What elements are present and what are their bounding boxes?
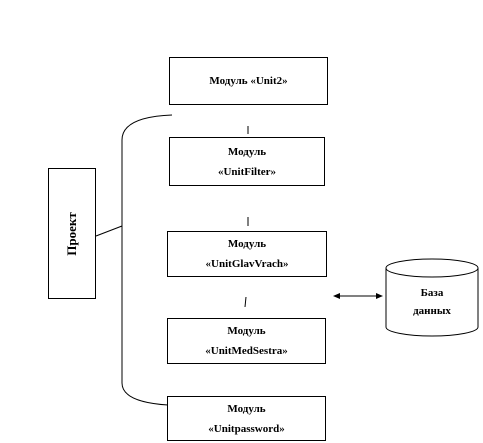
database-label: База данных — [386, 284, 478, 320]
module-unitmedsestra: Модуль «UnitMedSestra» — [167, 318, 326, 364]
tick-mark-3 — [244, 296, 247, 308]
module-name: «UnitGlavVrach» — [205, 258, 289, 270]
database-label-line2: данных — [413, 305, 451, 317]
module-label: Модуль — [227, 145, 267, 158]
module-unitpassword: Модуль «Unitpassword» — [167, 396, 326, 441]
module-label: Модуль — [227, 238, 267, 250]
module-unitglavvrach: Модуль «UnitGlavVrach» — [167, 231, 327, 277]
database-label-line1: База — [420, 287, 444, 299]
project-box: Проект — [48, 168, 96, 299]
module-label: Модуль — [227, 402, 266, 415]
module-name: «UnitFilter» — [217, 165, 277, 178]
group-brace — [95, 114, 173, 406]
module-unit2: Модуль «Unit2» — [169, 57, 328, 105]
module-label: Модуль «Unit2» — [209, 75, 288, 87]
module-name: «Unitpassword» — [208, 422, 285, 435]
module-unitfilter: Модуль «UnitFilter» — [169, 137, 325, 186]
double-arrow — [333, 293, 383, 299]
module-name: «UnitMedSestra» — [205, 345, 288, 357]
database-cylinder — [385, 258, 479, 337]
module-label: Модуль — [227, 325, 266, 337]
project-label: Проект — [64, 211, 79, 256]
